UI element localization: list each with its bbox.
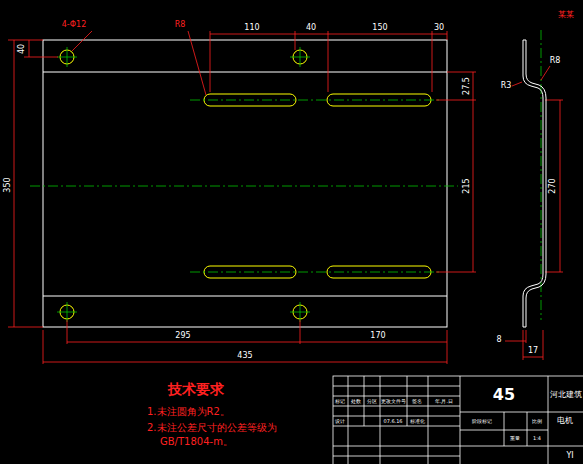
- table-cell: 07.6.16: [383, 419, 402, 424]
- dimension: 110: [244, 24, 259, 32]
- table-cell: 标记: [335, 399, 345, 404]
- notes-heading: 技术要求: [168, 382, 224, 396]
- table-cell: 1:4: [533, 436, 541, 441]
- note-line: GB/T1804-m。: [160, 437, 233, 447]
- table-cell: 签名: [412, 399, 422, 404]
- title-cell: 河北建筑: [550, 391, 582, 399]
- dimension: 435: [237, 352, 252, 360]
- title-cell: YI: [566, 452, 573, 460]
- radius-callout: R8: [550, 57, 561, 65]
- dimension: 30: [434, 24, 444, 32]
- table-cell: 比例: [532, 419, 542, 424]
- dimension: 40: [18, 44, 26, 54]
- dimension: 215: [463, 178, 471, 193]
- table-cell: 处数: [351, 399, 361, 404]
- hole-callout: 4-Φ12: [62, 21, 86, 29]
- table-cell: 重量: [510, 436, 520, 441]
- note-line: 1.未注圆角为R2。: [147, 407, 230, 417]
- table-cell: 更改文件号: [381, 399, 406, 404]
- dimension: 40: [306, 24, 316, 32]
- table-cell: 分区: [367, 399, 377, 404]
- title-cell: 电机: [557, 417, 573, 425]
- radius-callout: R8: [175, 21, 186, 29]
- watermark: 某某: [558, 11, 574, 19]
- table-cell: 标准化: [410, 419, 425, 424]
- table-cell: 阶段标记: [472, 419, 492, 424]
- table-cell: 设计: [335, 419, 345, 424]
- dimension: 295: [175, 332, 190, 340]
- table-cell: 年.月.日: [435, 399, 453, 404]
- dimension: 150: [372, 24, 387, 32]
- radius-callout: R3: [501, 82, 512, 90]
- dimension: 270: [549, 178, 557, 193]
- dimension: 27.5: [463, 77, 471, 95]
- dimension: 350: [4, 177, 12, 192]
- material-grade: 45: [493, 387, 515, 403]
- dimension: 8: [496, 336, 501, 344]
- dimension: 170: [370, 332, 385, 340]
- note-line: 2.未注公差尺寸的公差等级为: [147, 423, 277, 433]
- dimension: 17: [528, 347, 538, 355]
